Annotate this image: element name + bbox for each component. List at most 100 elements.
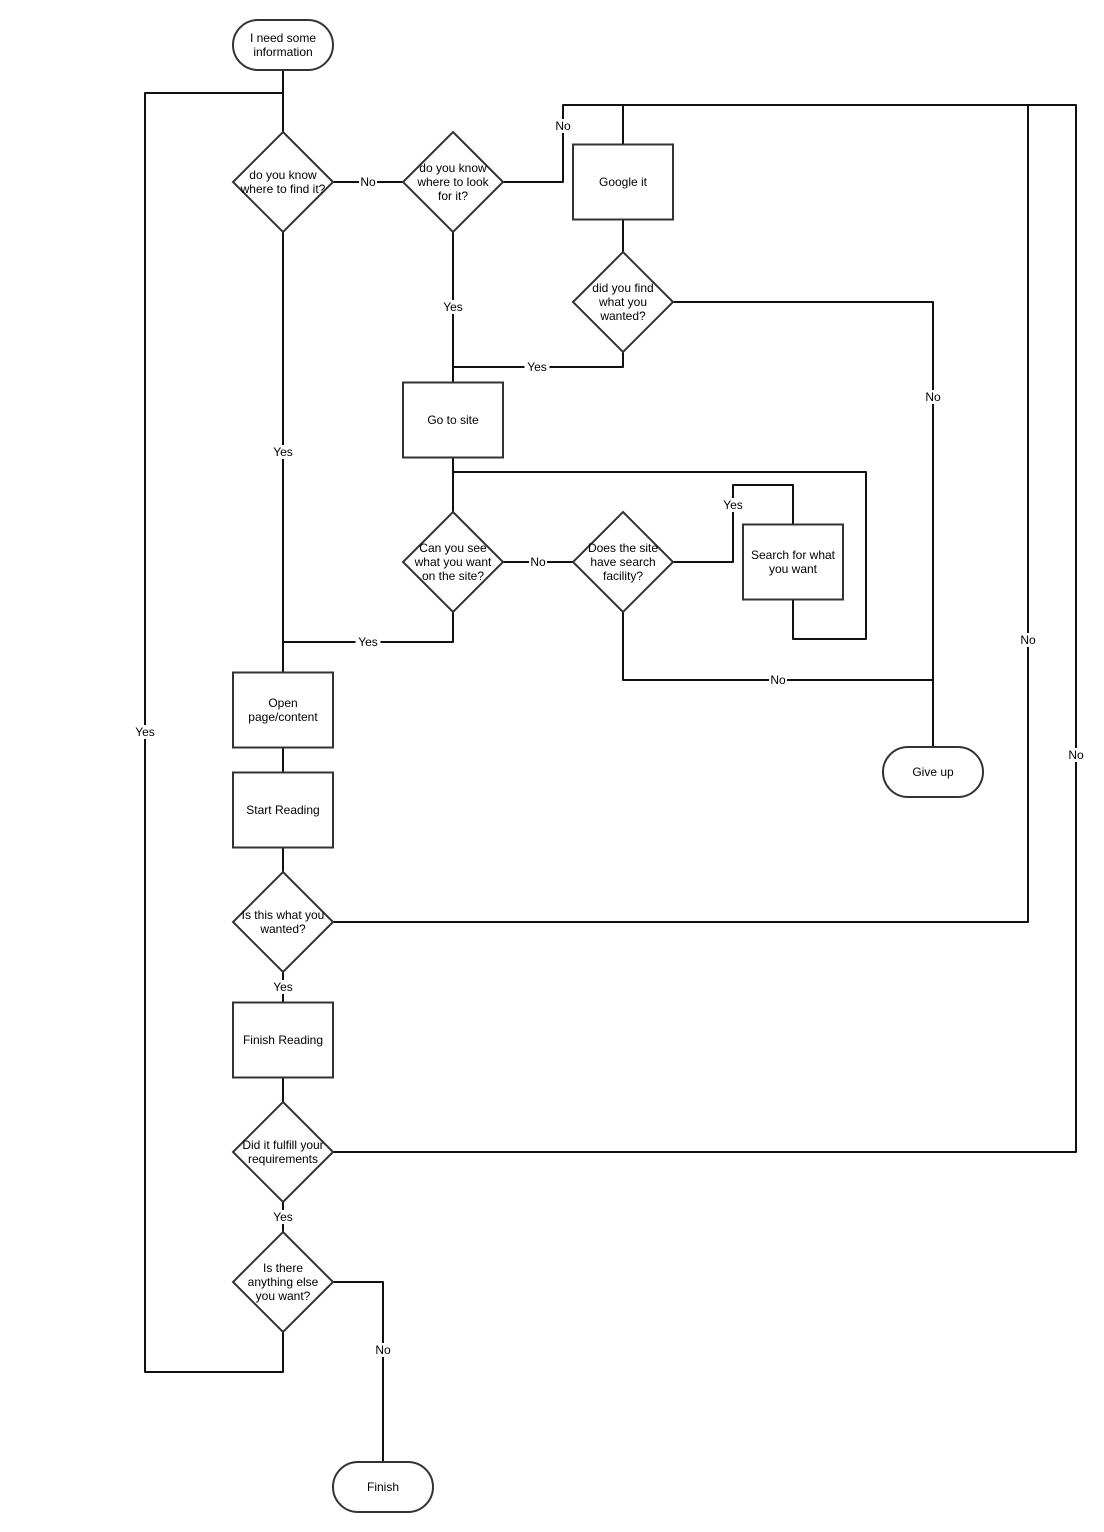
decision-diamond: [571, 510, 675, 614]
edge-label-no: No: [770, 673, 786, 687]
node-label: Give up: [912, 765, 954, 779]
node-start-reading: Start Reading: [232, 771, 334, 849]
terminal-shape: [232, 19, 334, 71]
edge-label-bg: [355, 635, 381, 649]
node-label-line: Go to site: [427, 413, 479, 427]
node-label-line: page/content: [248, 710, 318, 724]
decision-diamond: [401, 510, 505, 614]
node-finish-reading: Finish Reading: [232, 1001, 334, 1079]
node-label-line: information: [253, 45, 312, 59]
decision-diamond: [571, 250, 675, 354]
edge-label-bg: [270, 445, 296, 459]
node-label-line: Google it: [599, 175, 648, 189]
node-label-line: do you know: [249, 168, 317, 182]
node-goto-site: Go to site: [402, 381, 504, 459]
edge-label-bg: [359, 175, 377, 189]
node-label-line: you want: [769, 562, 818, 576]
node-label-line: requirements: [248, 1152, 318, 1166]
edge-label-no: No: [375, 1343, 391, 1357]
node-give-up: Give up: [882, 746, 984, 798]
node-label-line: Did it fulfill your: [242, 1138, 323, 1152]
edge-label-no: No: [555, 119, 571, 133]
node-label-line: Give up: [912, 765, 954, 779]
edge-is_wanted-google: [333, 104, 1029, 923]
edge-label-yes: Yes: [273, 980, 293, 994]
process-box: [742, 523, 844, 601]
process-box: [402, 381, 504, 459]
node-label-line: wanted?: [259, 922, 306, 936]
node-label-line: Is there: [263, 1261, 303, 1275]
node-label: Finish Reading: [243, 1033, 323, 1047]
edge-label-yes: Yes: [527, 360, 547, 374]
edge-label-yes: Yes: [723, 498, 743, 512]
edge-label-bg: [529, 555, 547, 569]
edge-label-no: No: [925, 390, 941, 404]
node-label: Google it: [599, 175, 648, 189]
node-label-line: Search for what: [751, 548, 836, 562]
edge-search-can_see: [452, 471, 867, 640]
edge-label-bg: [270, 980, 296, 994]
node-label-line: I need some: [250, 31, 316, 45]
edge-label-yes: Yes: [135, 725, 155, 739]
edge-label-bg: [769, 673, 787, 687]
edge-label-bg: [924, 390, 942, 404]
edge-label-bg: [1067, 748, 1085, 762]
edge-has_search-search: [673, 484, 794, 563]
edge-label-yes: Yes: [443, 300, 463, 314]
node-label-line: Start Reading: [246, 803, 319, 817]
edge-label-bg: [440, 300, 466, 314]
edge-label-bg: [720, 498, 746, 512]
node-label-line: Finish Reading: [243, 1033, 323, 1047]
edge-label-no: No: [360, 175, 376, 189]
edge-fulfill-google: [333, 104, 1077, 1153]
edge-label-no: No: [1020, 633, 1036, 647]
node-label-line: Does the site: [588, 541, 658, 555]
decision-diamond: [401, 130, 505, 234]
decision-diamond: [231, 870, 335, 974]
edge-label-yes: Yes: [273, 1210, 293, 1224]
edge-label-bg: [554, 119, 572, 133]
node-finish: Finish: [332, 1461, 434, 1513]
node-google: Google it: [572, 143, 674, 221]
node-label-line: Open: [268, 696, 297, 710]
terminal-shape: [882, 746, 984, 798]
edge-label-bg: [270, 1210, 296, 1224]
node-label-line: Can you see: [419, 541, 487, 555]
process-box: [232, 1001, 334, 1079]
decision-diamond: [231, 1100, 335, 1204]
node-label-line: where to look: [416, 175, 489, 189]
process-box: [232, 671, 334, 749]
process-box: [572, 143, 674, 221]
edge-label-bg: [524, 360, 550, 374]
node-label-line: where to find it?: [240, 182, 326, 196]
node-label-line: what you: [598, 295, 647, 309]
process-box: [232, 771, 334, 849]
node-label-line: what you want: [414, 555, 492, 569]
node-label-line: Finish: [367, 1480, 399, 1494]
node-label-line: did you find: [592, 281, 653, 295]
node-label: Start Reading: [246, 803, 319, 817]
edge-label-no: No: [530, 555, 546, 569]
edge-label-bg: [374, 1343, 392, 1357]
edge-did_find-give_up: [673, 301, 934, 747]
edge-label-yes: Yes: [273, 445, 293, 459]
terminal-shape: [332, 1461, 434, 1513]
